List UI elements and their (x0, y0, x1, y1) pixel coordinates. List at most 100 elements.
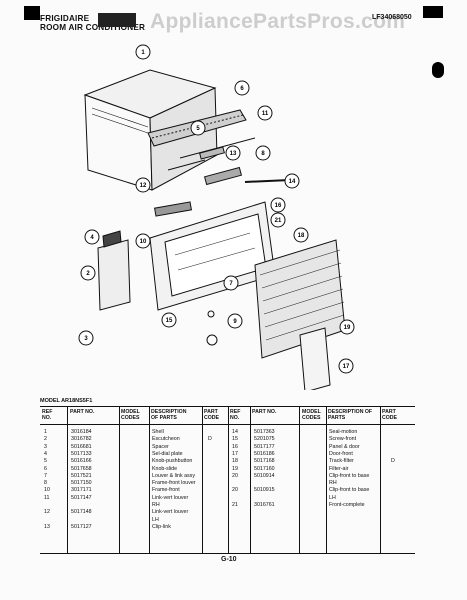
scan-edge-top-left (24, 6, 40, 20)
spacer (206, 334, 218, 346)
callout-16: 16 (270, 197, 286, 213)
table-cell-desc: Clip-front to base (329, 487, 370, 494)
col-rule (67, 407, 68, 553)
header-desc-left: DESCRIPTION OF PARTS (151, 409, 187, 421)
callout-13: 13 (225, 145, 241, 161)
table-cell-desc: Sel-dial plate (152, 450, 183, 457)
table-cell-desc: Knob-slide (152, 465, 178, 472)
table-cell-desc: Spacer (152, 443, 169, 450)
front-frame (149, 201, 276, 311)
svg-text:18: 18 (298, 233, 305, 239)
table-cell-part: 5017127 (71, 523, 92, 530)
svg-text:9: 9 (233, 319, 237, 325)
table-cell-ref: 18 (232, 458, 238, 465)
header-part-right: PART NO. (252, 409, 277, 415)
table-cell-desc: Seal-motion (329, 429, 358, 435)
callout-10: 10 (135, 233, 151, 249)
table-cell-desc: Screw-front (329, 436, 357, 443)
table-cell-desc: Frame-front (152, 487, 180, 494)
header-part-left: PART NO. (70, 409, 95, 415)
callout-9: 9 (227, 313, 243, 329)
door-front (299, 327, 331, 390)
svg-text:1: 1 (141, 50, 145, 56)
col-rule (250, 407, 251, 553)
svg-text:13: 13 (230, 151, 237, 157)
callout-19: 19 (339, 319, 355, 335)
escutcheon (97, 239, 131, 311)
table-cell-part: 5017160 (254, 465, 275, 472)
table-cell-ref: 11 (44, 494, 50, 501)
table-cell-part: 3017171 (71, 487, 92, 494)
svg-text:16: 16 (275, 203, 282, 209)
svg-text:17: 17 (343, 364, 350, 370)
table-cell-ref: 15 (232, 436, 238, 443)
table-cell-ref: 1 (44, 429, 47, 435)
col-rule (299, 407, 300, 553)
table-cell-ref: 17 (232, 450, 238, 457)
header-model-left: MODEL CODES (121, 409, 140, 421)
svg-text:11: 11 (262, 111, 269, 117)
brand-name: FRIGIDAIRE (40, 14, 90, 23)
callout-18: 18 (293, 227, 309, 243)
control-bar (153, 201, 193, 217)
header-brand-block: FRIGIDAIRE ROOM AIR CONDITIONER (40, 14, 145, 32)
col-rule (380, 407, 381, 553)
header-ref-right: REF NO. (230, 409, 241, 421)
table-cell-ref: 20 (232, 487, 238, 494)
header-code-left: PART CODE (204, 409, 219, 421)
frame-front-louver (203, 166, 243, 186)
brand-logo (98, 13, 136, 27)
table-cell-part: 5016186 (254, 450, 275, 457)
table-cell-desc: Shell (152, 429, 164, 435)
table-cell-desc: Knob-pushbutton (152, 458, 193, 465)
callout-7: 7 (223, 275, 239, 291)
table-cell-part: 3016761 (254, 502, 275, 508)
table-cell-part: 5017150 (71, 480, 92, 487)
svg-text:8: 8 (261, 151, 265, 157)
knob-slide (199, 146, 225, 160)
callout-8: 8 (255, 145, 271, 161)
table-cell-part: 5017177 (254, 443, 275, 450)
callout-15: 15 (161, 312, 177, 328)
callout-3: 3 (78, 330, 94, 346)
svg-text:6: 6 (240, 86, 244, 92)
callout-21: 21 (270, 212, 286, 228)
col-rule (119, 407, 120, 553)
table-cell-ref: 6 (44, 465, 47, 472)
table-cell-ref: 3 (44, 443, 47, 450)
parts-table: REF NO. PART NO. MODEL CODES DESCRIPTION… (40, 406, 415, 554)
callout-14: 14 (284, 173, 300, 189)
header-model-code: LF34068050 (372, 14, 412, 21)
table-cell-part: 5017133 (71, 450, 92, 457)
svg-text:15: 15 (166, 318, 173, 324)
svg-text:14: 14 (289, 179, 296, 185)
table-cell-desc: Front-complete (329, 502, 365, 508)
header-code-right: PART CODE (382, 409, 397, 421)
header-rule (40, 424, 415, 425)
callout-5: 5 (190, 120, 206, 136)
table-cell-ref: 7 (44, 472, 47, 479)
table-cell-desc: Clip-front to base (329, 472, 370, 479)
table-cell-ref: 8 (44, 480, 47, 487)
table-cell-ref: 10 (44, 487, 50, 494)
table-cell-desc: Clip-link (152, 523, 171, 530)
table-cell-part: 5017168 (254, 458, 275, 465)
table-cell-part: 5017521 (71, 472, 92, 479)
scan-edge-right (432, 62, 444, 78)
table-cell-desc: Filter-air (329, 465, 349, 472)
table-cell-part: 5010914 (254, 472, 275, 479)
scan-edge-top-right (423, 6, 443, 18)
table-cell-part: 5017658 (71, 465, 92, 472)
callout-6: 6 (234, 80, 250, 96)
header-model-right: MODEL CODES (302, 409, 321, 421)
page-number: G-10 (221, 556, 237, 563)
col-rule (228, 407, 229, 553)
table-cell-ref: 19 (232, 465, 238, 472)
svg-text:7: 7 (229, 281, 233, 287)
table-cell-desc: Panel & door (329, 443, 360, 450)
col-rule (326, 407, 327, 553)
svg-text:21: 21 (275, 218, 282, 224)
product-name: ROOM AIR CONDITIONER (40, 23, 146, 32)
table-cell-desc: LH (329, 494, 336, 501)
svg-text:5: 5 (196, 126, 200, 132)
